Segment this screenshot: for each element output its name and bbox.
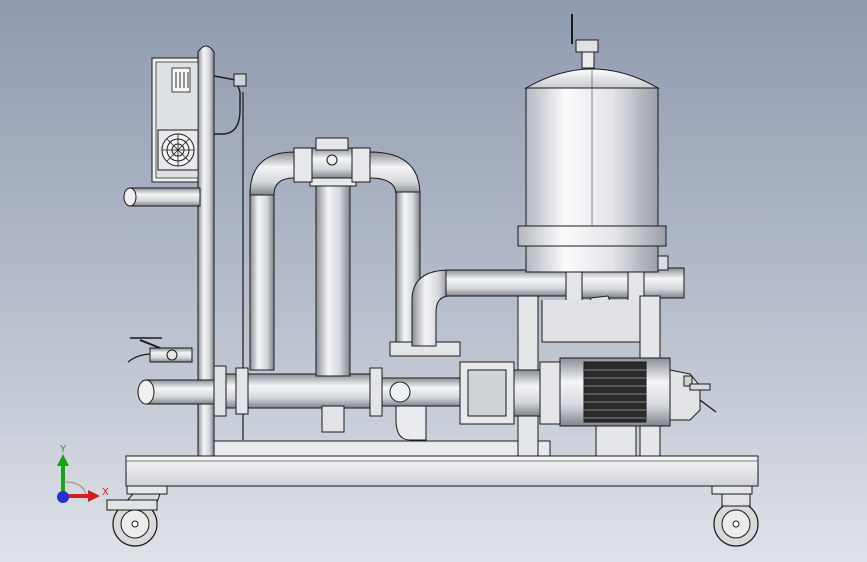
- electric-motor: [559, 357, 717, 457]
- left-u-pipe: [249, 147, 313, 371]
- control-box: [151, 57, 199, 183]
- base-frame: [125, 440, 759, 487]
- filter-head: [311, 137, 353, 179]
- indicator-panel: [171, 67, 191, 93]
- bag-filter-housing: [309, 169, 357, 433]
- right-caster-wheel: [711, 485, 759, 547]
- control-cable: [213, 75, 241, 135]
- lower-inlet-pipe: [137, 365, 227, 417]
- pump-body: [395, 361, 561, 441]
- vent-valve: [571, 14, 599, 69]
- triad-plane-icon: [65, 481, 87, 495]
- motor-cooling-fins: [583, 361, 647, 423]
- cooling-fan-icon: [157, 129, 199, 171]
- upper-left-pipe-stub: [123, 187, 201, 207]
- triad-y-axis-icon: [57, 454, 69, 496]
- left-frame-post: [197, 45, 215, 457]
- triad-y-label: Y: [59, 444, 67, 455]
- tank-inlet-pipe: [411, 269, 567, 347]
- left-caster-wheel: [106, 485, 168, 547]
- inlet-ball-valve: [127, 337, 193, 363]
- cable-gland: [233, 73, 247, 87]
- main-suction-pipe: [225, 367, 463, 417]
- triad-x-label: X: [102, 487, 109, 498]
- triad-z-axis-icon: [57, 491, 69, 503]
